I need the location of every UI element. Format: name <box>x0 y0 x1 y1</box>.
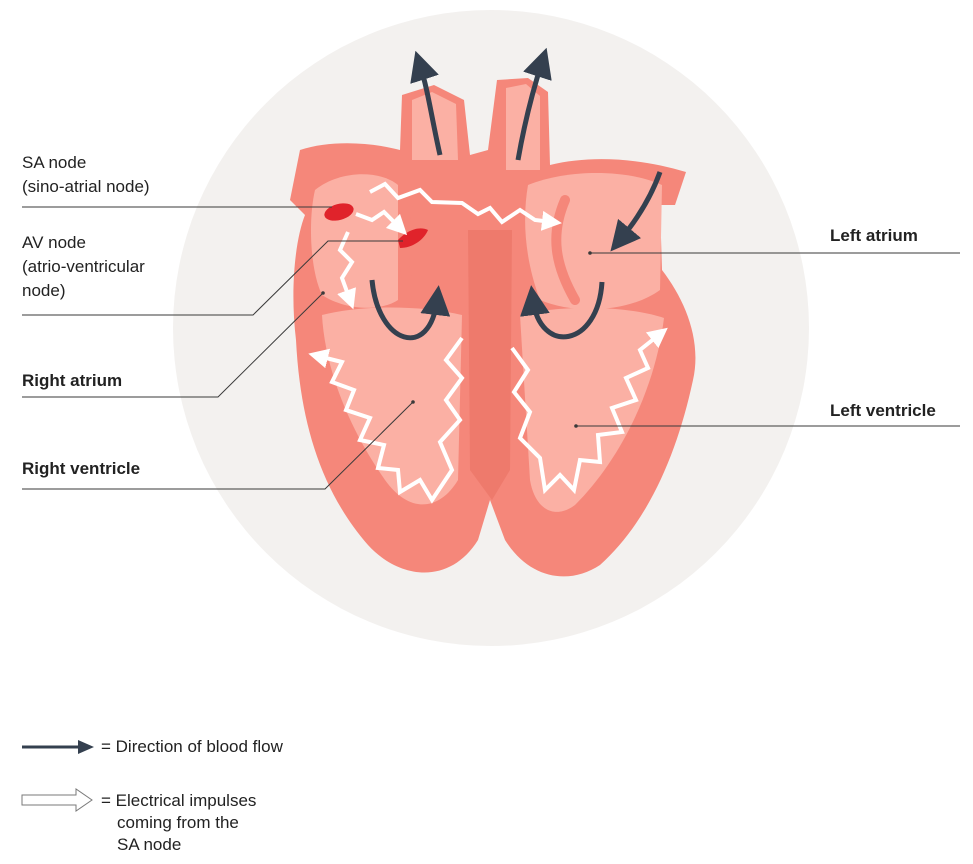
leader-dot-left-atrium <box>588 251 592 255</box>
av-node-label: AV node (atrio-ventricular node) <box>22 231 145 303</box>
legend-impulses-text: = Electrical impulses coming from the SA… <box>101 790 256 856</box>
legend-impulses-line1: = Electrical impulses <box>101 790 256 812</box>
sa-node-label-line1: SA node <box>22 151 150 175</box>
leader-dot-right-ventricle <box>411 400 415 404</box>
sa-node-label-line2: (sino-atrial node) <box>22 175 150 199</box>
av-node-label-line3: node) <box>22 279 145 303</box>
legend-impulses-line3: SA node <box>101 834 256 856</box>
right-ventricle-label: Right ventricle <box>22 457 140 481</box>
av-node-label-line2: (atrio-ventricular <box>22 255 145 279</box>
left-atrium-chamber <box>525 173 662 309</box>
left-ventricle-label: Left ventricle <box>830 399 936 423</box>
sa-node-label: SA node (sino-atrial node) <box>22 151 150 199</box>
leader-dot-left-ventricle <box>574 424 578 428</box>
av-node-label-line1: AV node <box>22 231 145 255</box>
dark-arrow-icon <box>22 740 94 754</box>
right-atrium-label: Right atrium <box>22 369 122 393</box>
septum <box>468 230 512 500</box>
leader-dot-right-atrium <box>321 291 325 295</box>
legend-blood-flow-text: = Direction of blood flow <box>101 736 283 758</box>
outline-arrow-icon <box>22 789 92 811</box>
left-atrium-label: Left atrium <box>830 224 918 248</box>
legend-impulses-line2: coming from the <box>101 812 256 834</box>
